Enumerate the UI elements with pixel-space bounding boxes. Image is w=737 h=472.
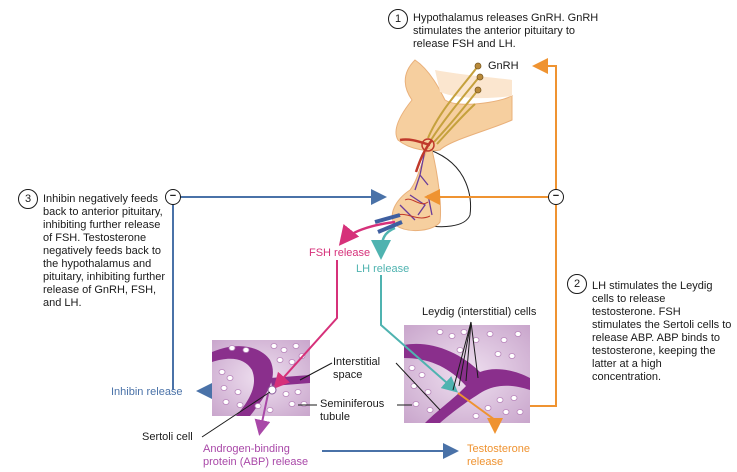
seminiferous-tubule-label-line1: Seminiferous xyxy=(320,398,385,410)
step-3-text: Inhibin negatively feeds back to anterio… xyxy=(43,193,166,309)
step-2-text: LH stimulates the Leydig cells to releas… xyxy=(592,280,732,383)
step-1-text: Hypothalamus releases GnRH. GnRH stimula… xyxy=(413,12,599,50)
lh-release-line xyxy=(380,275,459,393)
hypothalamus-illustration xyxy=(395,59,513,152)
pituitary-gland xyxy=(391,138,471,232)
lh-pituitary-exit xyxy=(371,226,396,260)
pituitary-vein xyxy=(374,213,403,234)
leydig-cells-label: Leydig (interstitial) cells xyxy=(422,306,537,318)
step-2-badge: 2 xyxy=(567,274,587,294)
step-1-badge: 1 xyxy=(388,9,408,29)
abp-release-label-line1: Androgen-binding xyxy=(203,443,290,455)
gnrh-label: GnRH xyxy=(488,60,519,72)
testosterone-negative-feedback-icon: − xyxy=(548,189,564,205)
lh-release-label: LH release xyxy=(356,263,410,275)
abp-release-label-line2: protein (ABP) release xyxy=(203,456,309,468)
testosterone-release-line xyxy=(457,392,503,434)
interstitial-space-label-line2: space xyxy=(333,369,363,381)
pointer-lines xyxy=(201,321,479,438)
fsh-pituitary-exit xyxy=(338,220,396,246)
seminiferous-tubule-label-line2: tubule xyxy=(320,411,350,423)
step-3-badge: 3 xyxy=(18,189,38,209)
seminiferous-tissue-left xyxy=(212,340,310,416)
fsh-release-label: FSH release xyxy=(309,247,371,259)
abp-release-line xyxy=(254,393,271,436)
cells-right xyxy=(408,329,524,419)
testosterone-release-label-line2: release xyxy=(467,456,504,468)
interstitial-space-label-line1: Interstitial xyxy=(333,356,381,368)
inhibin-release-label: Inhibin release xyxy=(111,386,183,398)
testosterone-release-label-line1: Testosterone xyxy=(467,443,530,455)
gnrh-neurons xyxy=(427,65,481,145)
fsh-release-line xyxy=(273,260,338,389)
neuron-somas xyxy=(474,62,484,94)
sertoli-cell-label: Sertoli cell xyxy=(142,431,193,443)
inhibin-negative-feedback-icon: − xyxy=(165,189,181,205)
